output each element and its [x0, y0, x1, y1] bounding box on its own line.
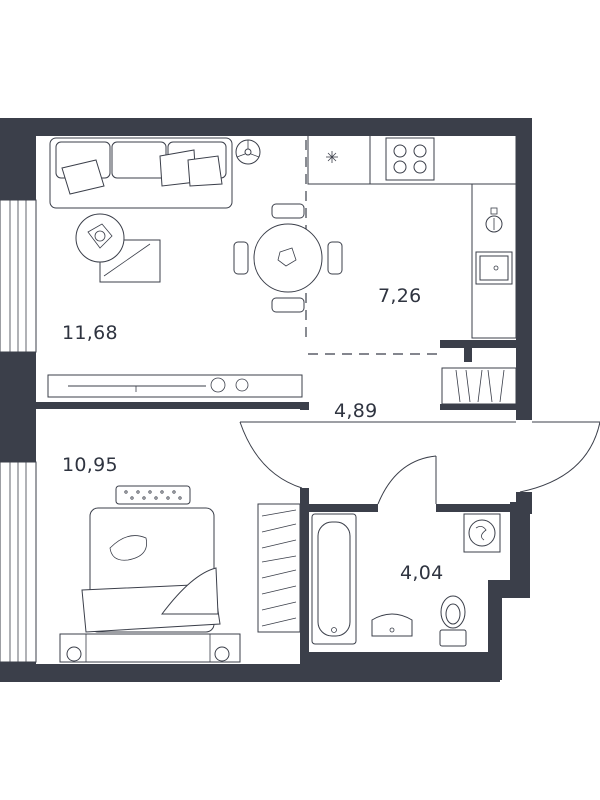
- window-living: [0, 199, 37, 353]
- nightstands: [59, 633, 241, 663]
- stove-icon: [385, 137, 435, 181]
- window-bedroom: [0, 461, 37, 663]
- headboard-studs: [124, 490, 182, 500]
- bathtub: [311, 513, 357, 645]
- wardrobe-hall: [441, 367, 517, 405]
- floor-lamp-icon: [235, 139, 261, 165]
- faucet-icon: [485, 207, 503, 233]
- sink-icon: [475, 251, 513, 285]
- washing-machine-icon: [463, 513, 501, 553]
- tv-stand: [47, 374, 303, 398]
- kitchen-counter: [307, 136, 517, 339]
- room-area-living-room: 11,68: [62, 322, 118, 344]
- bed: [81, 485, 221, 633]
- toilet-icon: [439, 595, 467, 647]
- zone-dividers: [305, 140, 440, 355]
- room-area-bedroom: 10,95: [62, 454, 118, 476]
- walls: [0, 118, 532, 682]
- windows: [0, 199, 37, 663]
- room-area-hallway: 4,89: [334, 400, 378, 422]
- sofa: [49, 137, 233, 209]
- entrance-door: [239, 421, 600, 493]
- room-area-bathroom: 4,04: [400, 562, 444, 584]
- wardrobe-bedroom: [257, 503, 301, 633]
- room-area-kitchen: 7,26: [378, 285, 422, 307]
- dining-table: [233, 203, 343, 313]
- washbasin-icon: [371, 613, 413, 637]
- coffee-table: [75, 213, 161, 283]
- bathroom-door: [377, 455, 437, 505]
